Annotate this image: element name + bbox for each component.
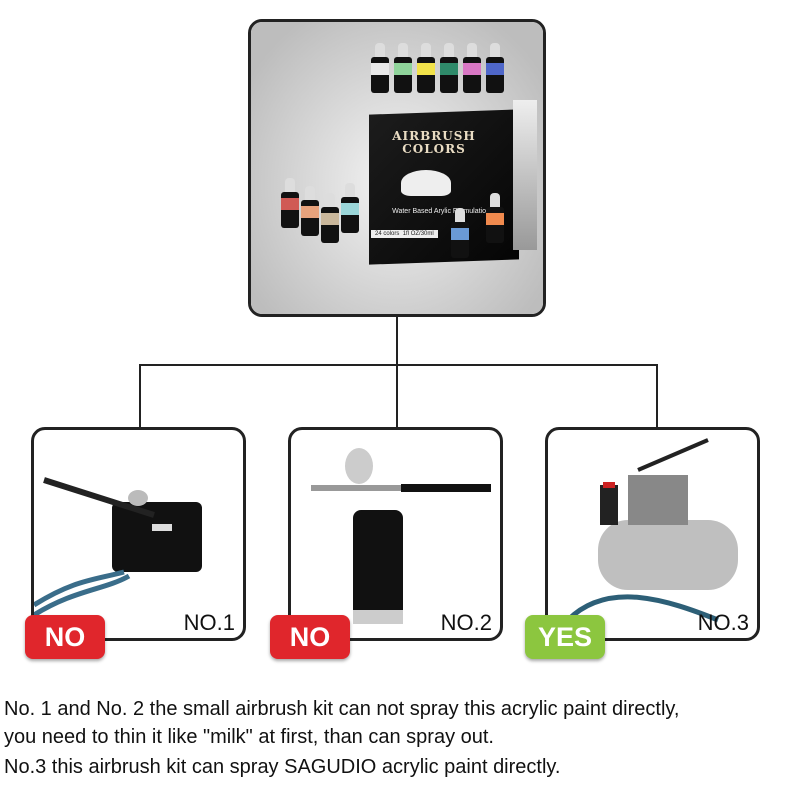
option-2-frame: NO.2 xyxy=(288,427,503,641)
paint-bottle xyxy=(394,43,412,93)
option-2-verdict-badge: NO xyxy=(270,615,350,659)
paint-bottle xyxy=(301,186,319,236)
option-2-label: NO.2 xyxy=(440,610,492,635)
option-1-label: NO.1 xyxy=(183,610,235,635)
paint-bottle xyxy=(486,43,504,93)
option-3-verdict-badge: YES xyxy=(525,615,605,659)
paint-bottle xyxy=(281,178,299,228)
paint-bottle xyxy=(417,43,435,93)
paint-box-side xyxy=(513,100,537,250)
airbrush-compressor-mini-icon xyxy=(34,477,202,618)
paint-bottle xyxy=(440,43,458,93)
count-text: 24 colors xyxy=(375,231,400,237)
airbrush-handheld-icon xyxy=(311,448,491,624)
option-3-label: NO.3 xyxy=(697,610,749,635)
paint-bottle xyxy=(486,193,504,243)
caption-line-1: No. 1 and No. 2 the small airbrush kit c… xyxy=(4,698,680,720)
connector-vertical-main xyxy=(396,316,398,366)
option-3-frame: NO.3 xyxy=(545,427,760,641)
paint-bottle xyxy=(451,208,469,258)
paint-set-photo: AIRBRUSH COLORS Water Based Arylic Formu… xyxy=(251,22,543,314)
connector-horizontal xyxy=(139,364,658,366)
connector-drop-1 xyxy=(139,364,141,428)
volume-text: 1fl OZ/30ml xyxy=(402,231,434,237)
paint-bottle xyxy=(341,183,359,233)
product-image-frame: AIRBRUSH COLORS Water Based Arylic Formu… xyxy=(248,19,546,317)
connector-drop-3 xyxy=(656,364,658,428)
caption-line-3: No.3 this airbrush kit can spray SAGUDIO… xyxy=(4,756,561,778)
brand-logo-text: AIRBRUSH COLORS xyxy=(392,129,476,156)
box-subtitle: Water Based Arylic Formulation xyxy=(392,208,490,215)
box-count-tag: 24 colors 1fl OZ/30ml xyxy=(371,230,438,238)
option-1-frame: NO.1 xyxy=(31,427,246,641)
connector-drop-2 xyxy=(396,364,398,428)
airbrush-compressor-large-icon xyxy=(566,438,738,623)
tree-logo-icon xyxy=(401,170,451,196)
option-1-verdict-badge: NO xyxy=(25,615,105,659)
caption-line-2: you need to thin it like "milk" at first… xyxy=(4,726,494,748)
paint-bottle xyxy=(371,43,389,93)
paint-bottle xyxy=(321,193,339,243)
paint-bottle xyxy=(463,43,481,93)
